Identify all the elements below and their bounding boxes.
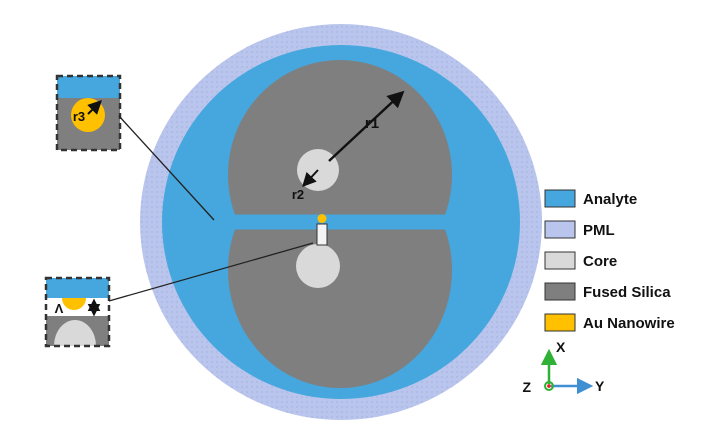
legend-item: Au Nanowire <box>544 313 675 332</box>
inset-r3-border <box>55 74 122 152</box>
axis-z-origin-ring <box>544 381 554 391</box>
r3-label: r3 <box>73 109 85 124</box>
legend-label-pml: PML <box>583 222 615 239</box>
legend-swatch-au-nanowire <box>544 313 576 332</box>
inset-nanowire-zoom: r3 <box>55 74 122 152</box>
legend-swatch-pml <box>544 220 576 239</box>
inset-gap-analyte-band <box>46 278 109 298</box>
legend-label-core: Core <box>583 253 617 270</box>
connector-line-top-inset <box>118 115 215 221</box>
legend-label-au-nanowire: Au Nanowire <box>583 315 675 332</box>
inset-gap-zoom: Λ <box>44 276 111 348</box>
axis-x-label: X <box>556 339 566 355</box>
legend-swatch-analyte <box>544 189 576 208</box>
legend-item: Fused Silica <box>544 282 671 301</box>
r2-arrow <box>302 169 319 188</box>
r3-arrow <box>87 100 102 115</box>
axis-z-origin-dot <box>547 384 551 388</box>
axis-y-label: Y <box>595 378 605 394</box>
r2-label: r2 <box>292 187 304 202</box>
analyte-channel <box>214 214 467 230</box>
r1-arrow <box>328 90 405 162</box>
connector-line-bottom-inset <box>108 242 314 302</box>
legend-label-fused-silica: Fused Silica <box>583 284 671 301</box>
legend-item: Core <box>544 251 617 270</box>
inset-r3-analyte-band <box>57 76 120 98</box>
coordinate-axes: X Y Z <box>522 339 605 395</box>
gap-zoom-region-marker <box>316 223 328 246</box>
axis-z-label: Z <box>522 379 531 395</box>
fused-silica-bottom <box>228 229 452 389</box>
core-bottom <box>296 244 340 288</box>
legend-item: PML <box>544 220 615 239</box>
legend-item: Analyte <box>544 189 637 208</box>
inset-gap-core-dome <box>54 320 96 346</box>
inset-gap-border <box>44 276 111 348</box>
legend-swatch-fused-silica <box>544 282 576 301</box>
legend-label-analyte: Analyte <box>583 191 637 208</box>
r1-label: r1 <box>365 115 379 132</box>
legend-swatch-core <box>544 251 576 270</box>
au-nanowire <box>317 214 327 223</box>
gap-label: Λ <box>55 301 64 316</box>
legend: Analyte PML Core Fused Silica Au Nanowir… <box>544 189 675 332</box>
